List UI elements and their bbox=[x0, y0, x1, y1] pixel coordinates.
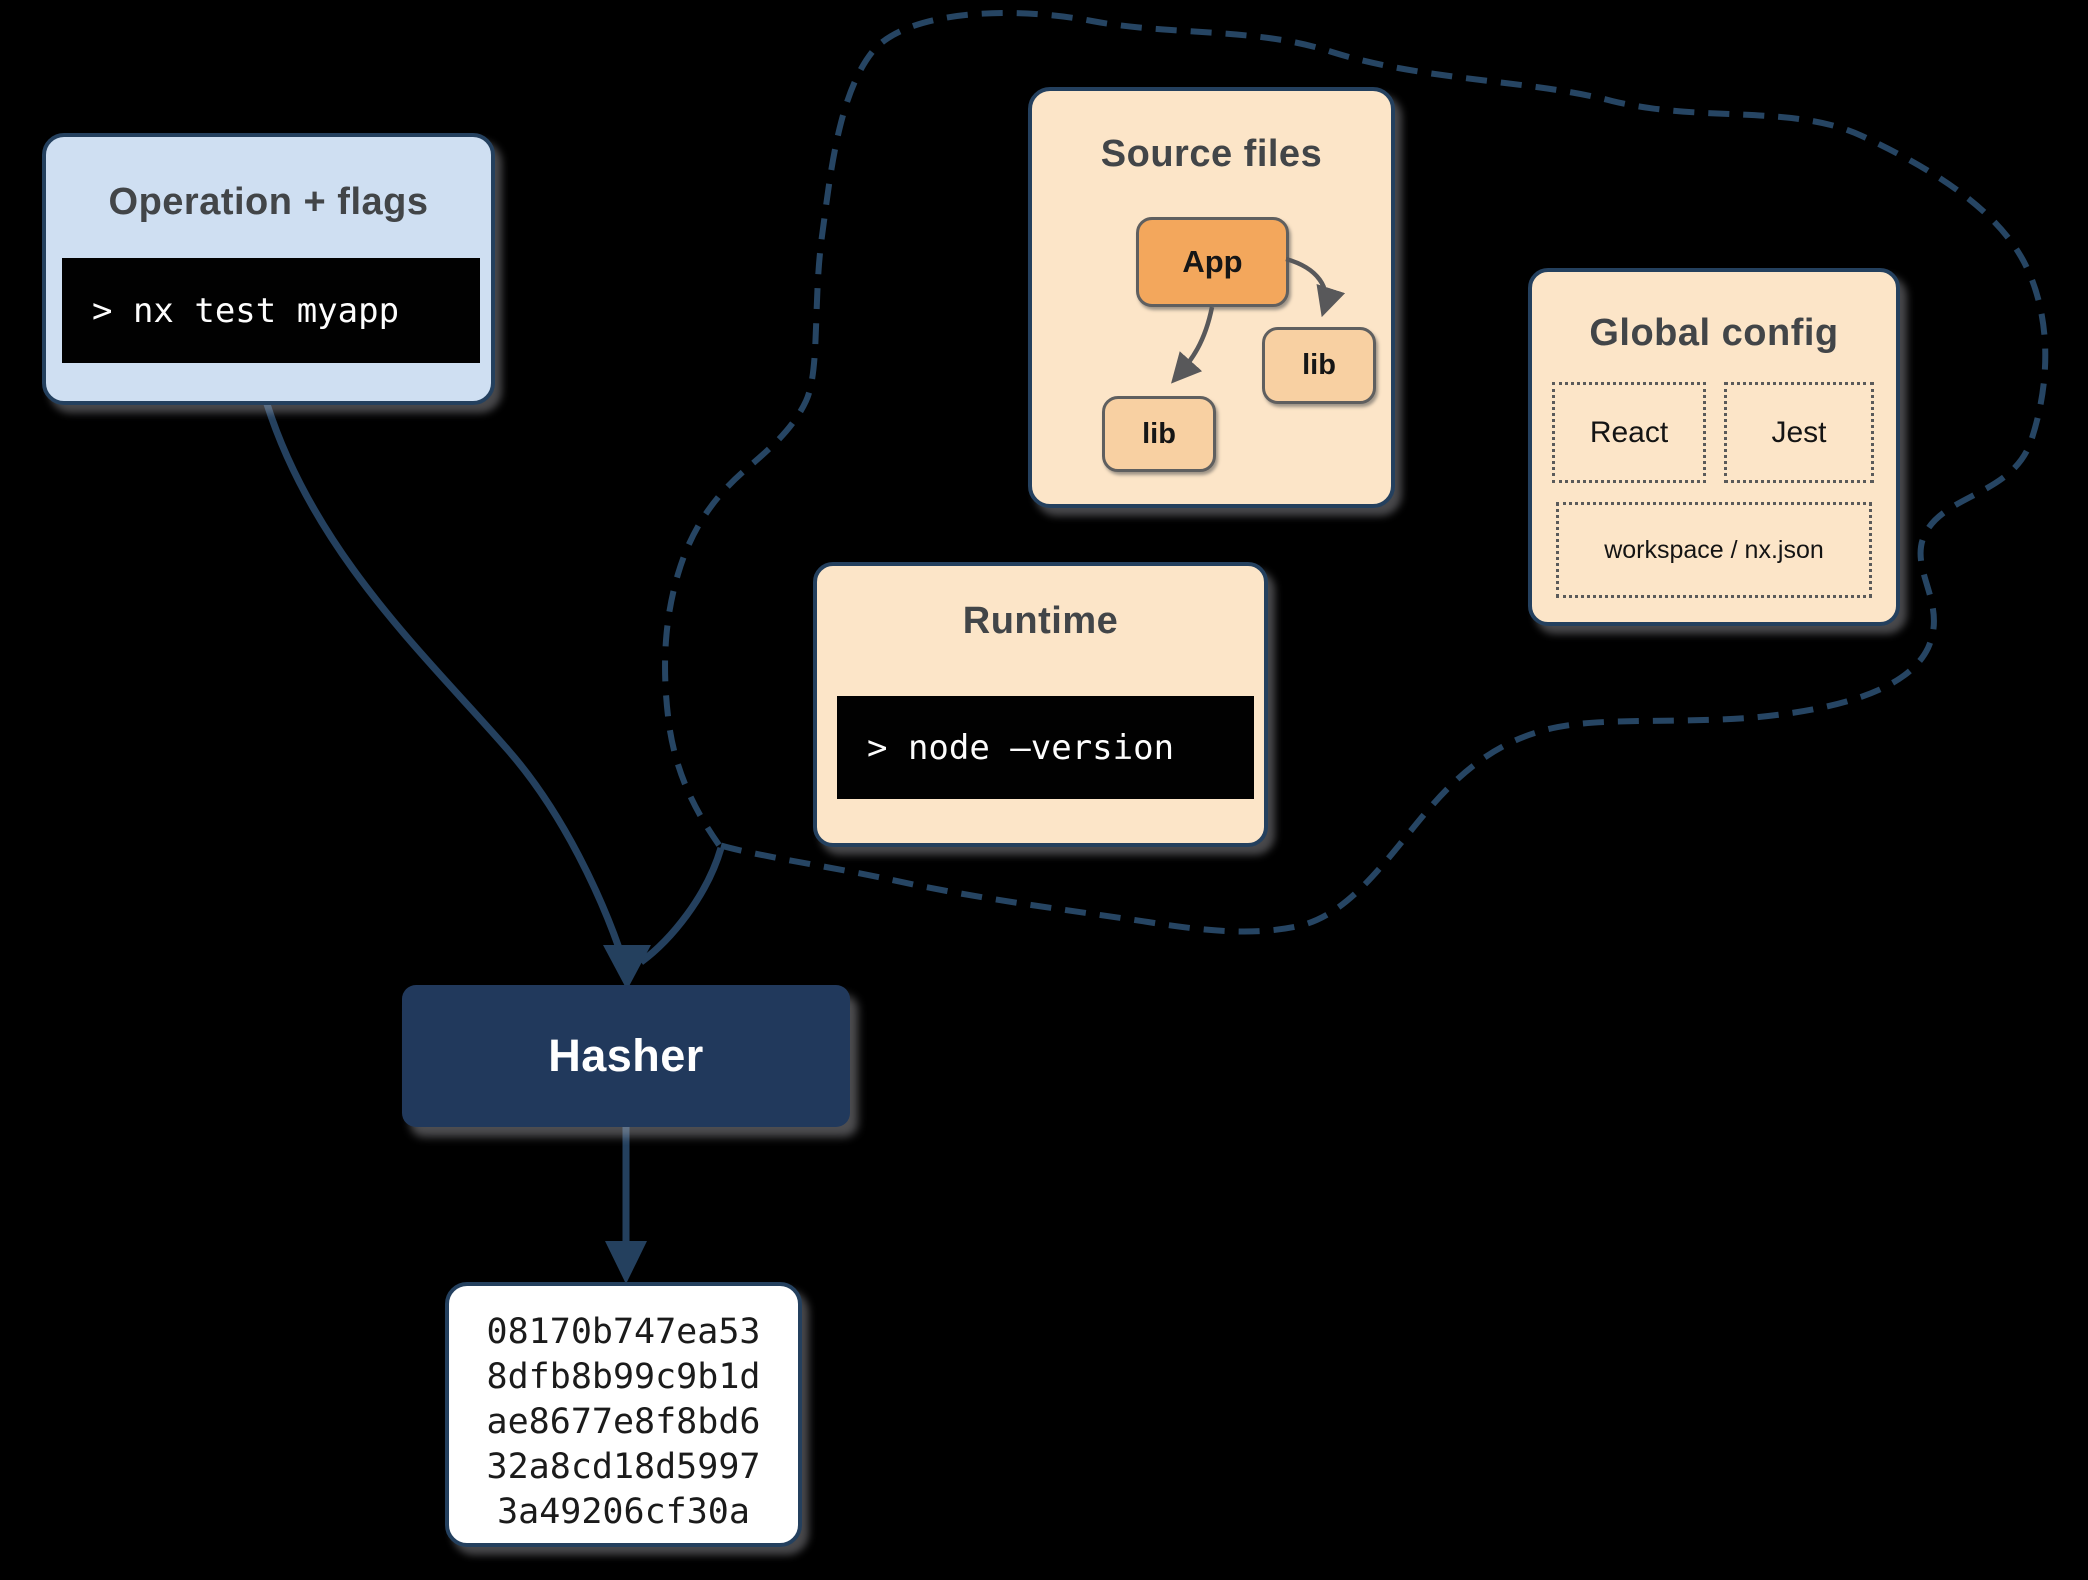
react-config-label: React bbox=[1589, 415, 1669, 449]
hash-line: ae8677e8f8bd6 bbox=[486, 1402, 761, 1442]
runtime-title: Runtime bbox=[962, 600, 1119, 642]
hash-output-box: 08170b747ea53 8dfb8b99c9b1d ae8677e8f8bd… bbox=[445, 1282, 802, 1547]
source-files-title: Source files bbox=[1100, 133, 1323, 175]
hash-line: 8dfb8b99c9b1d bbox=[486, 1357, 761, 1397]
lib-node-right-label: lib bbox=[1302, 349, 1336, 381]
hash-line: 3a49206cf30a bbox=[497, 1492, 750, 1532]
hasher-input-arrowhead bbox=[603, 945, 651, 990]
operation-terminal: > nx test myapp bbox=[62, 258, 480, 363]
hash-line: 32a8cd18d5997 bbox=[486, 1447, 761, 1487]
source-files-card: Source files App lib lib bbox=[1028, 87, 1395, 508]
app-node-label: App bbox=[1182, 244, 1243, 279]
operation-flags-card: Operation + flags > nx test myapp bbox=[42, 133, 495, 405]
runtime-card: Runtime > node –version bbox=[813, 562, 1268, 847]
app-node: App bbox=[1136, 217, 1289, 307]
hash-output-arrowhead bbox=[605, 1241, 647, 1284]
jest-config-label: Jest bbox=[1771, 415, 1827, 449]
react-config-box: React bbox=[1552, 382, 1706, 483]
runtime-terminal: > node –version bbox=[837, 696, 1254, 799]
hash-line: 08170b747ea53 bbox=[486, 1312, 761, 1352]
operation-command: > nx test myapp bbox=[92, 290, 400, 331]
global-config-title: Global config bbox=[1589, 312, 1839, 354]
global-config-card: Global config React Jest workspace / nx.… bbox=[1528, 268, 1900, 626]
workspace-config-box: workspace / nx.json bbox=[1556, 502, 1872, 598]
cloud-to-hasher-curve bbox=[638, 847, 725, 965]
runtime-command: > node –version bbox=[867, 727, 1175, 768]
lib-node-left-label: lib bbox=[1142, 417, 1176, 450]
operation-to-hasher-curve bbox=[263, 402, 623, 950]
lib-node-left: lib bbox=[1102, 396, 1216, 472]
jest-config-box: Jest bbox=[1724, 382, 1874, 483]
workspace-config-label: workspace / nx.json bbox=[1604, 535, 1824, 564]
lib-node-right: lib bbox=[1262, 327, 1376, 404]
hasher-box: Hasher bbox=[402, 985, 850, 1127]
hasher-label: Hasher bbox=[548, 1030, 704, 1081]
operation-flags-title: Operation + flags bbox=[108, 181, 429, 223]
